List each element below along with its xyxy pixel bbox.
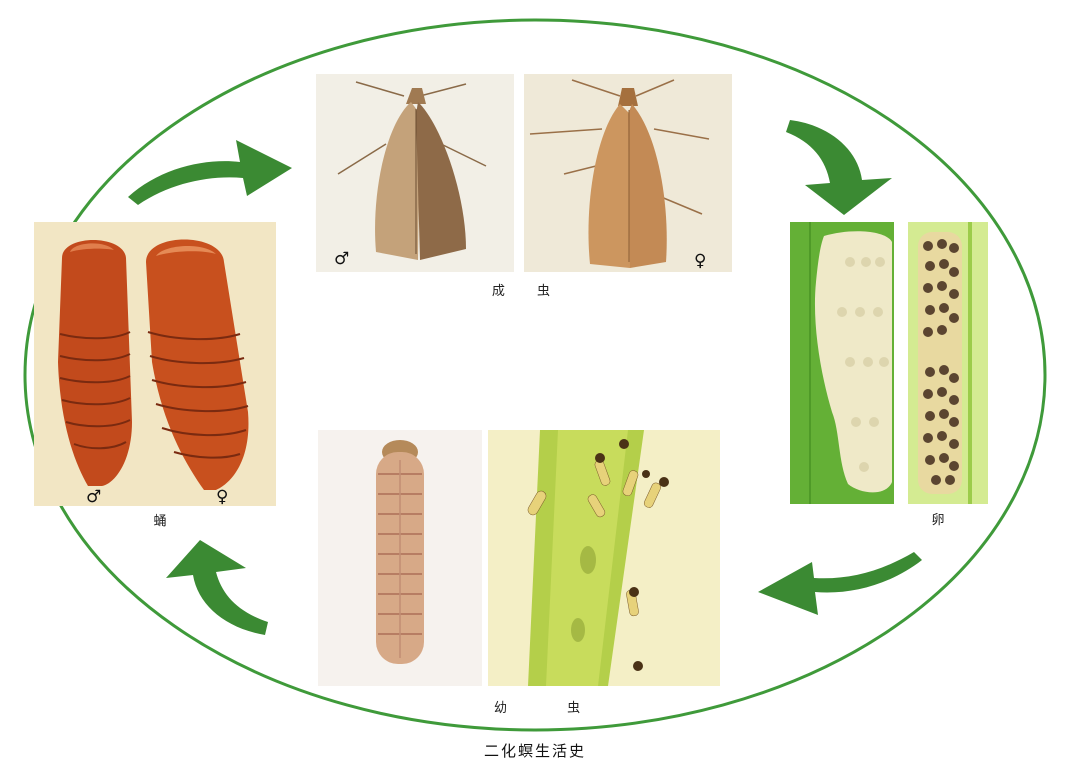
diagram-title: 二化螟生活史: [0, 740, 1070, 761]
adult-female-moth-photo: ♀: [524, 74, 732, 272]
larva-label: 幼 虫: [494, 697, 584, 716]
male-symbol: ♂: [334, 249, 349, 269]
adult-male-moth-photo: ♂: [316, 74, 514, 272]
arrow-pupa-to-adult: [128, 140, 292, 205]
larvae-on-stem-photo: [488, 430, 720, 686]
arrow-egg-to-larva: [758, 552, 922, 615]
dark-eggs-photo: [908, 222, 988, 504]
egg-label: 卵: [918, 509, 958, 528]
egg-mass-photo: [790, 222, 894, 504]
larva-caterpillar-photo: [318, 430, 482, 686]
male-symbol: ♂: [86, 487, 101, 506]
adult-label: 成 虫: [488, 280, 568, 299]
female-symbol: ♀: [216, 487, 228, 506]
arrow-adult-to-egg: [786, 120, 892, 215]
arrow-larva-to-pupa: [166, 540, 268, 635]
pupa-photo: ♂ ♀: [34, 222, 276, 506]
pupa-label: 蛹: [140, 510, 180, 529]
female-symbol: ♀: [694, 251, 706, 271]
